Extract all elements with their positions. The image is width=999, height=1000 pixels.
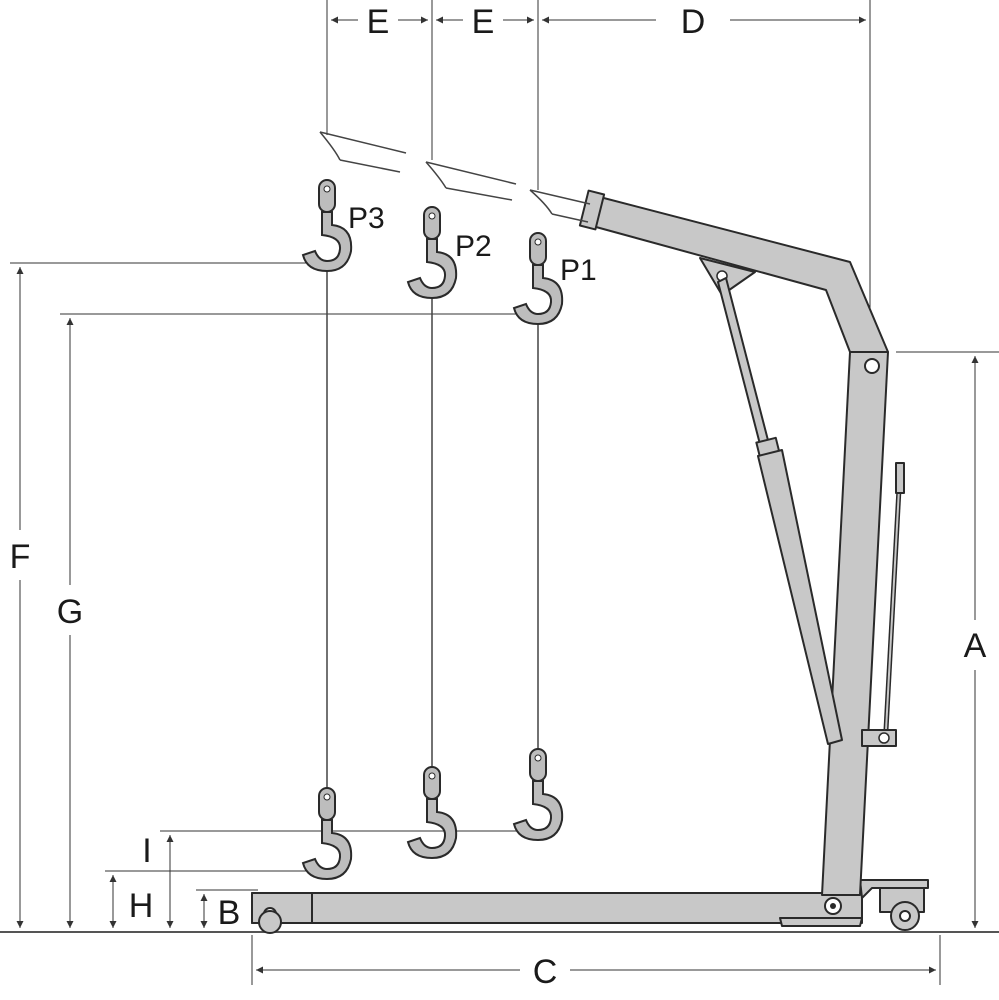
dim-a-label: A [964, 627, 987, 665]
pump-handle [861, 462, 905, 747]
hook-p1-raised [512, 232, 564, 326]
hydraulic-ram [717, 277, 843, 745]
front-wheel [258, 910, 282, 934]
hook-p1-lowered [512, 748, 564, 842]
dim-b-label: B [218, 894, 241, 932]
position-label-p3: P3 [348, 202, 385, 235]
boom-collar [578, 189, 606, 231]
base-leg [251, 892, 863, 934]
position-label-p2: P2 [455, 230, 492, 263]
position-label-p1: P1 [560, 254, 597, 287]
hook-p3-lowered [301, 787, 353, 881]
hook-p2-lowered [406, 766, 458, 860]
dim-e2-label: E [472, 3, 495, 41]
dim-f-label: F [10, 538, 31, 576]
dim-e1-label: E [367, 3, 390, 41]
mast [821, 351, 889, 896]
hook-p3-raised [301, 179, 353, 273]
dim-h-label: H [129, 887, 154, 925]
boom-extension [319, 131, 591, 223]
dim-g-label: G [57, 593, 83, 631]
dim-i-label: I [142, 832, 151, 870]
dim-d-label: D [681, 3, 706, 41]
dim-c-label: C [533, 953, 558, 991]
rear-caster [859, 879, 929, 931]
hook-p2-raised [406, 206, 458, 300]
boom-pivot-pin [864, 358, 880, 374]
